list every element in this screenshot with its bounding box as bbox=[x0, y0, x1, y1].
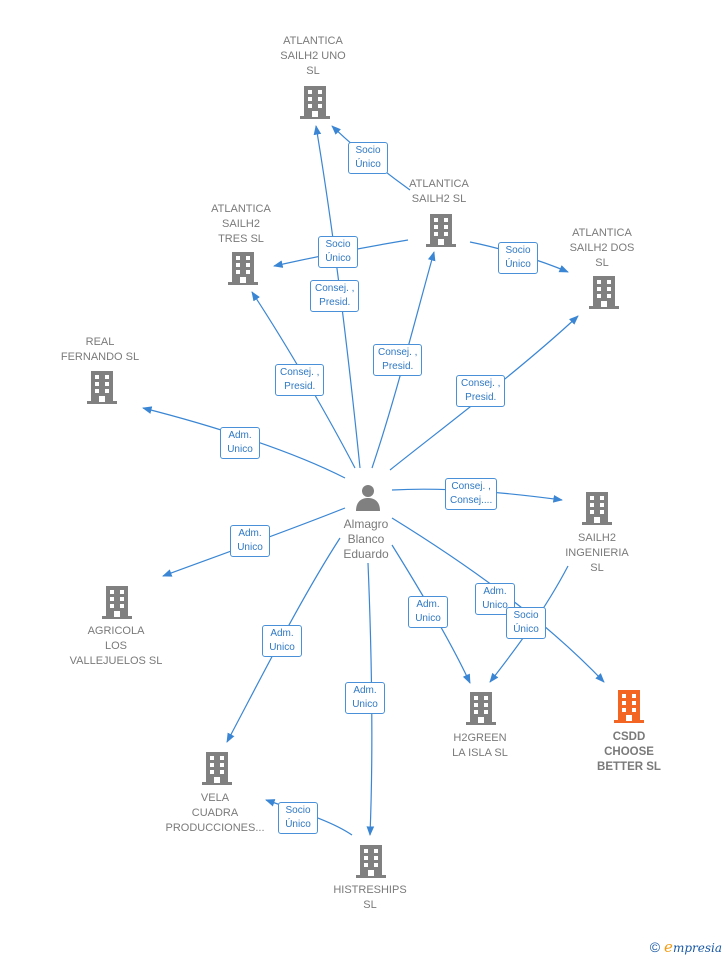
edge-label-consej-dos: Consej. , Presid. bbox=[456, 375, 506, 407]
building-icon[interactable] bbox=[200, 750, 234, 786]
edge-label-socio-dos: Socio Único bbox=[498, 242, 538, 274]
node-label-atl-uno: ATLANTICA SAILH2 UNO SL bbox=[280, 35, 346, 77]
building-icon[interactable] bbox=[226, 250, 260, 286]
edge-label-adm-agricola: Adm. Unico bbox=[230, 525, 270, 557]
brand-initial: e bbox=[664, 938, 673, 956]
building-icon[interactable] bbox=[100, 584, 134, 620]
edge-label-consej-tres: Consej. , Presid. bbox=[275, 364, 325, 396]
edge-label-adm-vela: Adm. Unico bbox=[262, 625, 302, 657]
building-icon[interactable] bbox=[424, 212, 458, 248]
building-icon[interactable] bbox=[85, 369, 119, 405]
node-label-sailh2-ing: SAILH2 INGENIERIA SL bbox=[565, 532, 629, 574]
node-label-h2green: H2GREEN LA ISLA SL bbox=[452, 732, 508, 759]
node-label-real-fernando: REAL FERNANDO SL bbox=[60, 336, 140, 363]
edge-label-consej-ing: Consej. , Consej.... bbox=[445, 478, 498, 510]
edge-label-socio-uno: Socio Único bbox=[348, 142, 388, 174]
edge-label-socio-h2green: Socio Único bbox=[506, 607, 546, 639]
footer-brand[interactable]: ©empresia bbox=[650, 938, 722, 956]
node-label-agricola: AGRICOLA LOS VALLEJUELOS SL bbox=[69, 625, 163, 667]
node-label-person: Almagro Blanco Eduardo bbox=[343, 517, 389, 561]
edge-label-adm-h2green: Adm. Unico bbox=[408, 596, 448, 628]
building-icon[interactable] bbox=[464, 690, 498, 726]
edge-label-socio-tres: Socio Único bbox=[318, 236, 358, 268]
edge-label-socio-vela: Socio Único bbox=[278, 802, 318, 834]
node-label-atl-sailh2: ATLANTICA SAILH2 SL bbox=[409, 178, 469, 205]
node-label-vela: VELA CUADRA PRODUCCIONES... bbox=[165, 792, 265, 834]
building-icon[interactable] bbox=[587, 274, 621, 310]
copyright-icon: © bbox=[649, 939, 661, 955]
node-label-atl-tres: ATLANTICA SAILH2 TRES SL bbox=[211, 203, 271, 245]
node-label-atl-dos: ATLANTICA SAILH2 DOS SL bbox=[569, 227, 635, 269]
node-label-histreships: HISTRESHIPS SL bbox=[333, 884, 407, 911]
building-icon[interactable] bbox=[580, 490, 614, 526]
building-icon-highlighted[interactable] bbox=[612, 688, 646, 724]
edge-label-adm-hist: Adm. Unico bbox=[345, 682, 385, 714]
building-icon[interactable] bbox=[298, 84, 332, 120]
edge-label-consej-sailh2: Consej. , Presid. bbox=[373, 344, 423, 376]
building-icon[interactable] bbox=[354, 843, 388, 879]
brand-name: mpresia bbox=[672, 941, 722, 955]
edge-label-adm-real: Adm. Unico bbox=[220, 427, 260, 459]
edge-label-consej-uno: Consej. , Presid. bbox=[310, 280, 360, 312]
node-label-csdd: CSDD CHOOSE BETTER SL bbox=[597, 731, 661, 773]
person-icon[interactable] bbox=[353, 482, 383, 512]
